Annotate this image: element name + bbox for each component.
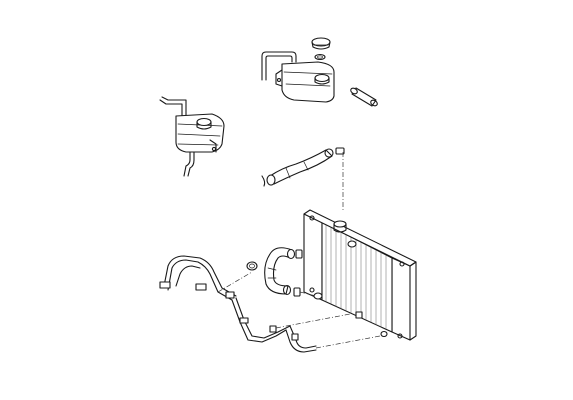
- radiator-core-fins: [325, 224, 387, 329]
- radiator-cap: [311, 37, 331, 50]
- lower-radiator-hose: [264, 247, 296, 296]
- cooler-line-leader-lower: [315, 335, 381, 349]
- overflow-hose-short: [350, 87, 378, 107]
- radiator: [303, 209, 417, 341]
- lower-hose-leader: [299, 291, 317, 297]
- cooler-line-leader-upper: [275, 313, 351, 329]
- clamp-leader: [217, 271, 253, 293]
- hose-clamp: [246, 249, 303, 297]
- reservoir-tank-lower: [159, 96, 225, 177]
- transmission-oil-cooler-lines: [159, 255, 317, 353]
- upper-radiator-hose: [261, 147, 345, 187]
- cap-seal-ring: [314, 53, 326, 61]
- reservoir-tank-upper: [261, 51, 335, 103]
